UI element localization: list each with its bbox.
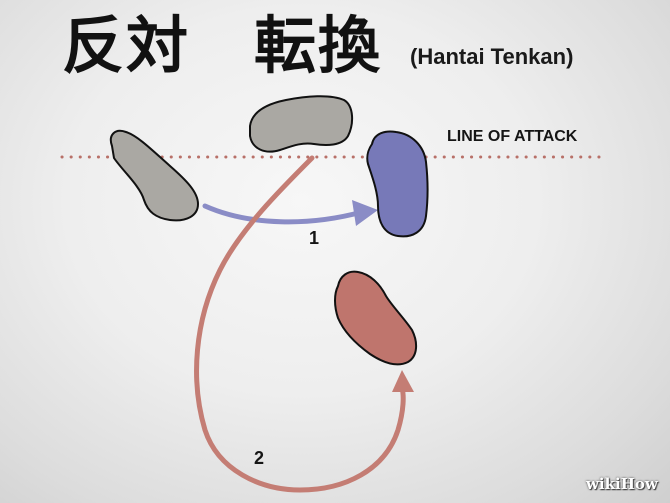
step-1-arrow <box>205 206 362 222</box>
step-1-arrowhead <box>352 200 378 226</box>
top-foot-gray <box>250 96 352 151</box>
line-of-attack-label: LINE OF ATTACK <box>447 128 577 146</box>
left-foot-gray <box>111 131 198 221</box>
title-kanji: 反対 転換 <box>62 6 382 86</box>
wikihow-watermark: wikiHow <box>586 475 658 493</box>
step-1-label: 1 <box>309 228 319 249</box>
title-romaji: (Hantai Tenkan) <box>410 44 573 70</box>
right-foot-blue <box>367 132 427 237</box>
step-2-arrowhead <box>392 370 414 392</box>
step-2-label: 2 <box>254 448 264 469</box>
foot-red <box>335 272 416 365</box>
